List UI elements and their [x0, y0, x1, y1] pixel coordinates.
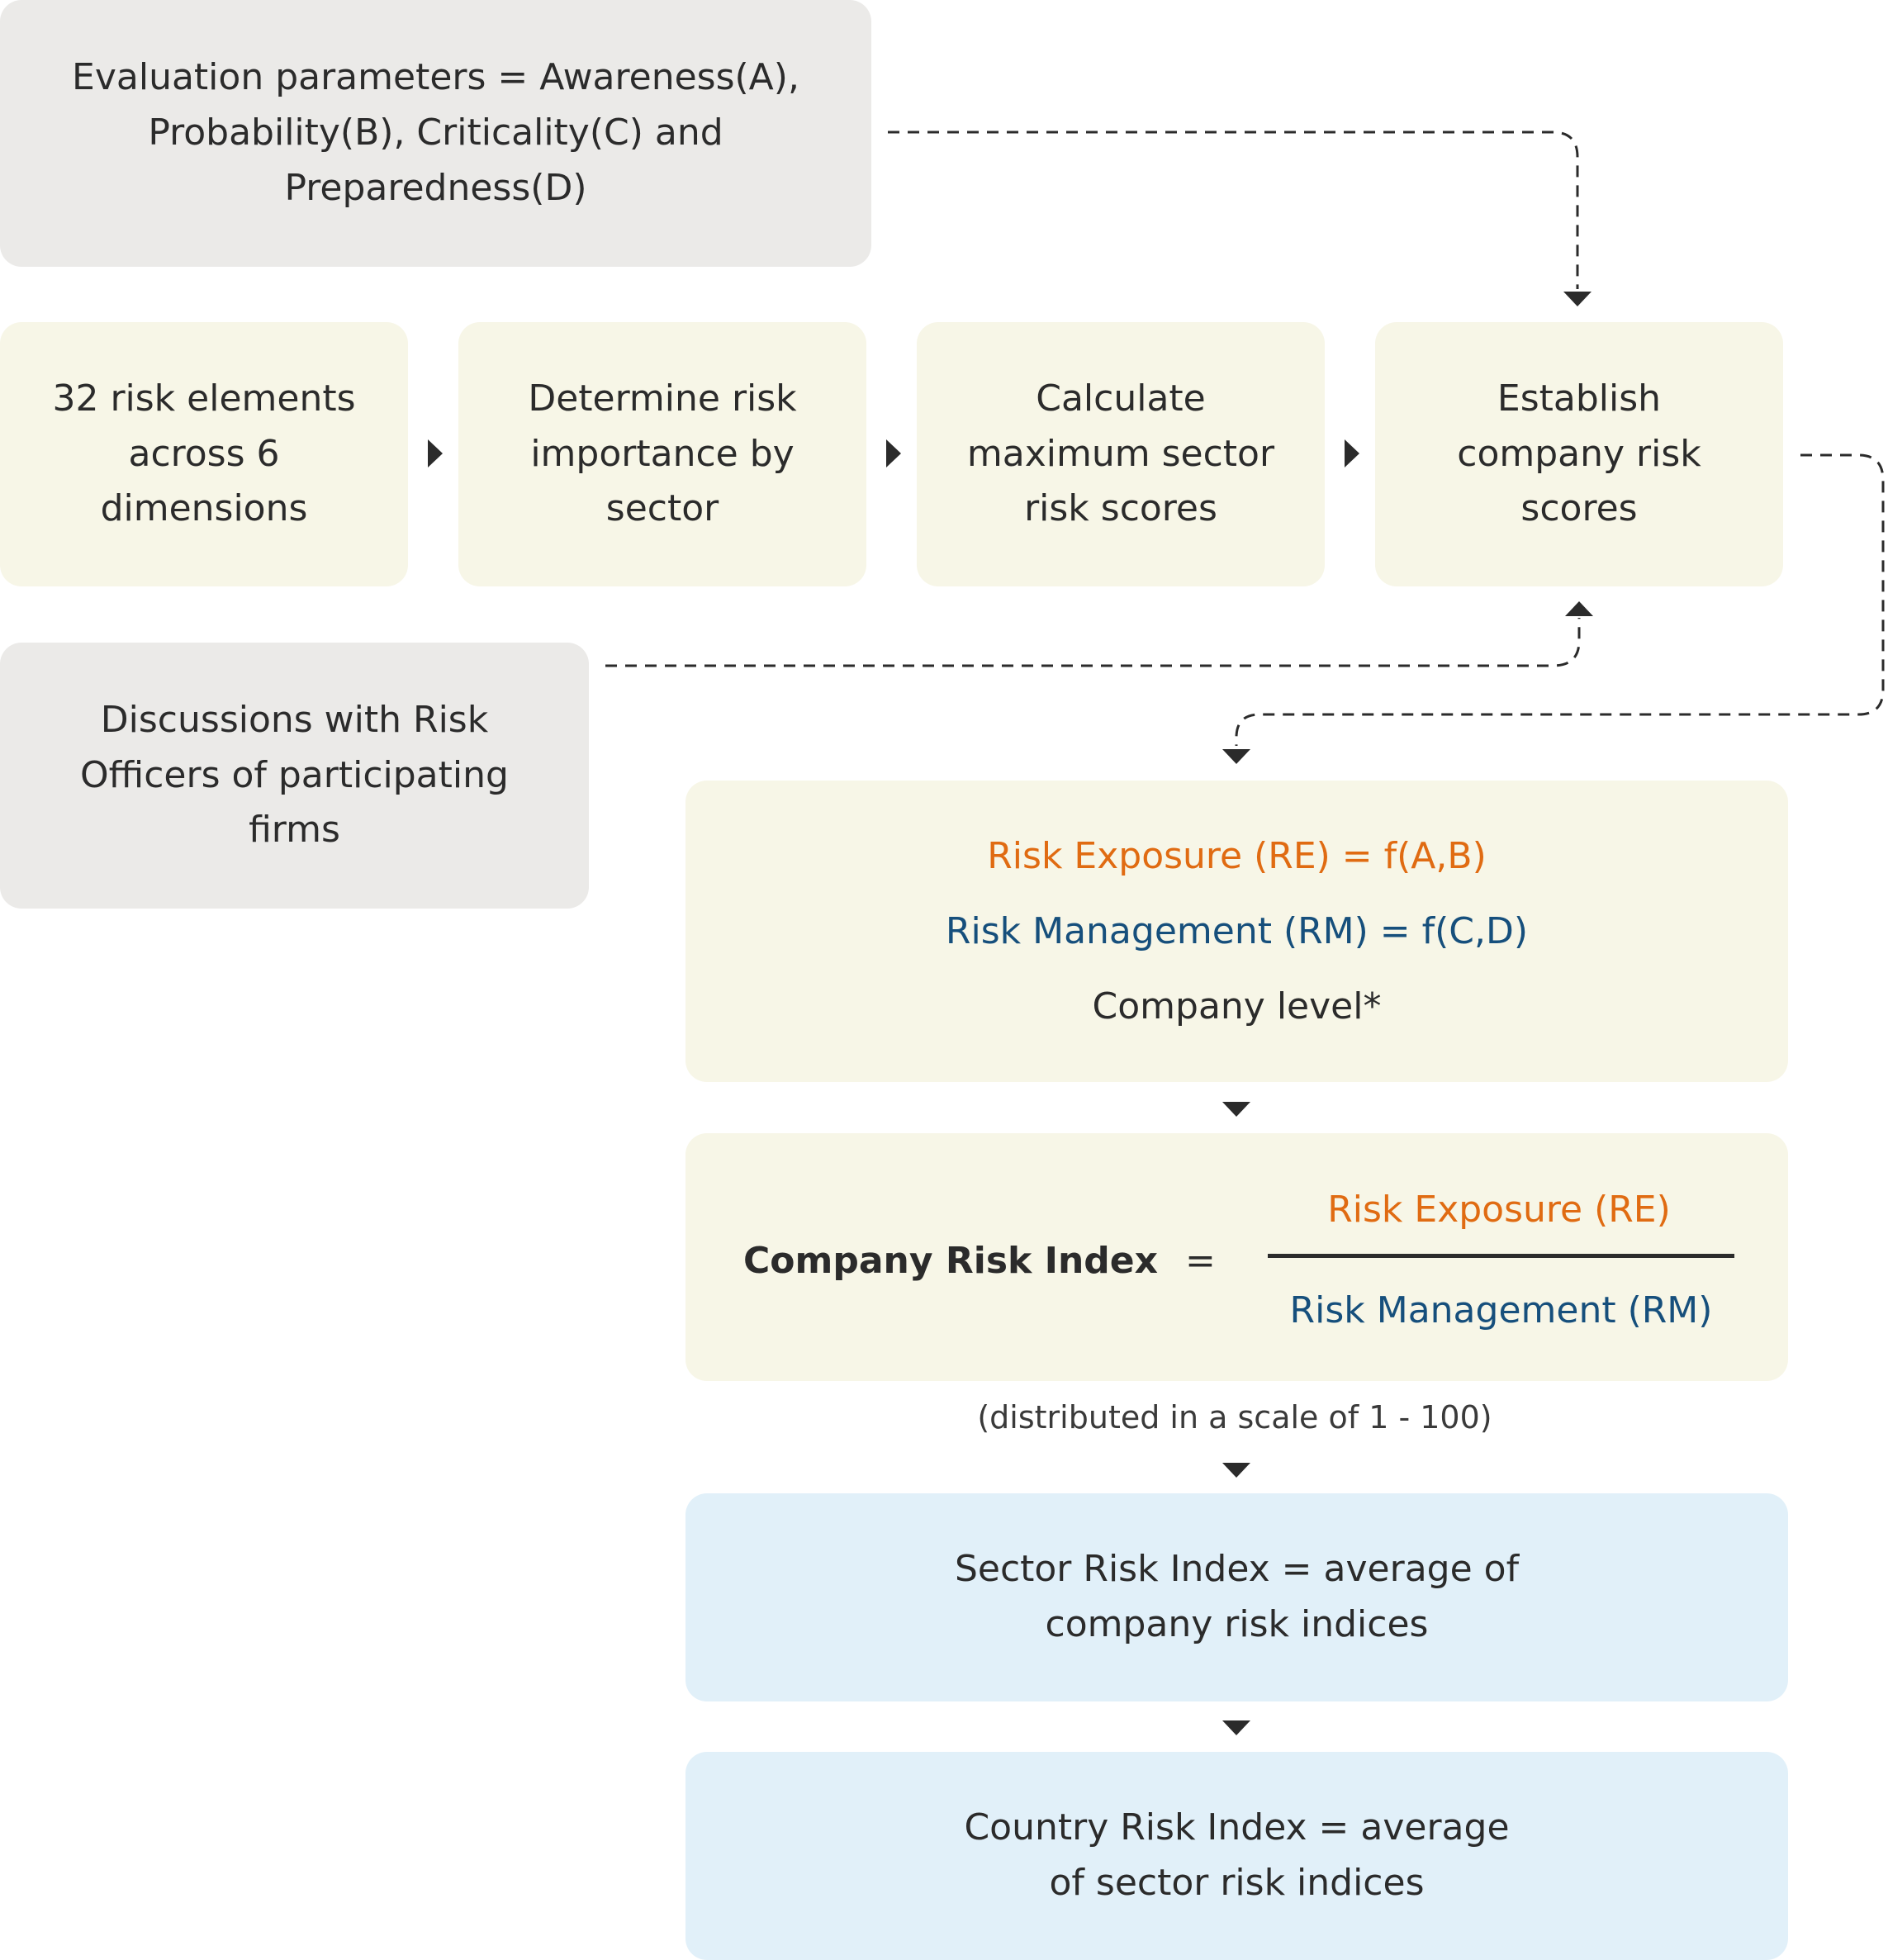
- risk-elements-text: 32 risk elements across 6 dimensions: [52, 377, 356, 530]
- maximum-scores-text: Calculate maximum sector risk scores: [966, 377, 1275, 530]
- country-risk-index-box: Country Risk Index = average of sector r…: [685, 1752, 1788, 1960]
- risk-importance-box: Determine risk importance by sector: [458, 322, 866, 586]
- sector-risk-index-box: Sector Risk Index = average of company r…: [685, 1493, 1788, 1701]
- arrow-down-icon: [1222, 1102, 1250, 1117]
- evaluation-parameters-text: Evaluation parameters = Awareness(A), Pr…: [72, 56, 799, 209]
- fraction-bar: [1268, 1254, 1734, 1258]
- arrow-right-icon: [428, 439, 443, 467]
- evaluation-to-company-scores-line: [888, 131, 1579, 289]
- index-numerator: Risk Exposure (RE): [1327, 1189, 1671, 1231]
- scale-note: (distributed in a scale of 1 - 100): [977, 1399, 1492, 1436]
- country-risk-index-text: Country Risk Index = average of sector r…: [964, 1806, 1510, 1904]
- index-denominator: Risk Management (RM): [1289, 1289, 1713, 1331]
- evaluation-parameters-box: Evaluation parameters = Awareness(A), Pr…: [0, 0, 871, 267]
- risk-exposure-formula: Risk Exposure (RE) = f(A,B): [987, 834, 1487, 877]
- sector-risk-index-text: Sector Risk Index = average of company r…: [954, 1548, 1520, 1645]
- company-risk-index-label: Company Risk Index: [743, 1240, 1159, 1282]
- risk-elements-box: 32 risk elements across 6 dimensions: [0, 322, 408, 586]
- company-level-label: Company level*: [1092, 985, 1382, 1028]
- arrow-down-icon: [1222, 749, 1250, 764]
- company-risk-index-box: Company Risk Index = Risk Exposure (RE) …: [685, 1133, 1788, 1381]
- equals-sign: =: [1185, 1240, 1216, 1282]
- company-scores-to-formulas-line: [1235, 453, 1885, 746]
- risk-management-formula: Risk Management (RM) = f(C,D): [945, 909, 1529, 952]
- risk-importance-text: Determine risk importance by sector: [528, 377, 797, 530]
- discussions-box: Discussions with Risk Officers of partic…: [0, 643, 589, 909]
- company-scores-text: Establish company risk scores: [1457, 377, 1701, 530]
- company-scores-box: Establish company risk scores: [1375, 322, 1783, 586]
- arrow-up-icon: [1565, 601, 1593, 616]
- formulas-box: Risk Exposure (RE) = f(A,B) Risk Managem…: [685, 781, 1788, 1082]
- arrow-right-icon: [886, 439, 901, 467]
- arrow-down-icon: [1563, 292, 1592, 306]
- discussions-to-company-scores-line: [605, 618, 1581, 667]
- arrow-down-icon: [1222, 1463, 1250, 1478]
- discussions-text: Discussions with Risk Officers of partic…: [80, 698, 509, 852]
- maximum-scores-box: Calculate maximum sector risk scores: [917, 322, 1325, 586]
- arrow-down-icon: [1222, 1720, 1250, 1735]
- arrow-right-icon: [1345, 439, 1359, 467]
